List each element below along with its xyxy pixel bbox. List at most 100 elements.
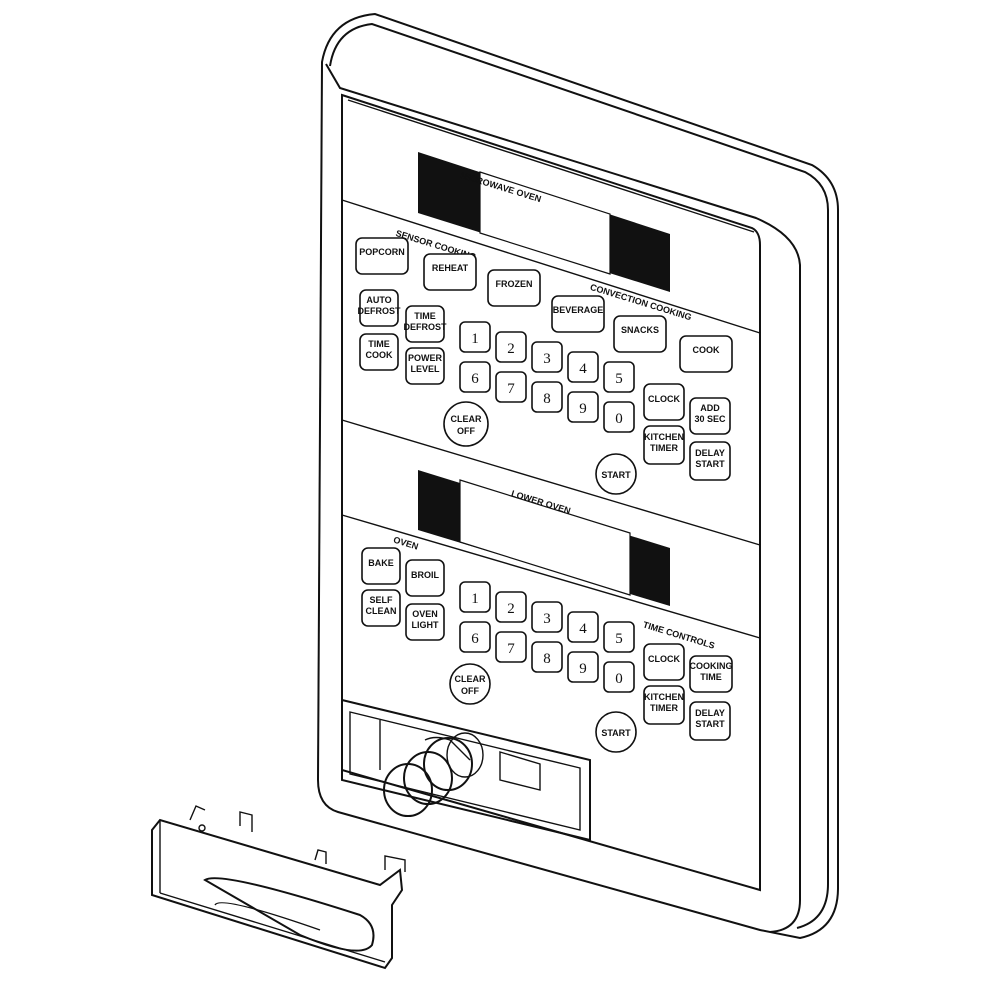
oven-light-line1: OVEN [412,609,438,619]
upper-display: MICROWAVE OVEN [418,152,670,292]
upper-digit-9-button[interactable]: 9 [567,391,599,423]
snacks-label: SNACKS [621,325,659,335]
cook-label: COOK [693,345,721,355]
lower-digit-7-button[interactable]: 7 [495,631,527,663]
bake-button[interactable]: BAKE [361,547,401,585]
beverage-button[interactable]: BEVERAGE [551,295,605,333]
self-clean-line2: CLEAN [366,606,397,616]
broil-button[interactable]: BROIL [405,559,445,597]
add-30-sec-button[interactable]: ADD 30 SEC [689,397,731,435]
lower-digit-4-label: 4 [579,621,587,637]
upper-digit-5-label: 5 [615,371,623,387]
frozen-button[interactable]: FROZEN [487,269,541,307]
time-cook-button[interactable]: TIME COOK [359,333,399,371]
self-clean-button[interactable]: SELF CLEAN [361,589,401,627]
upper-clock-label: CLOCK [648,394,680,404]
upper-digit-4-button[interactable]: 4 [567,351,599,383]
self-clean-line1: SELF [369,595,393,605]
popcorn-button[interactable]: POPCORN [355,237,409,275]
cooking-time-line1: COOKING [689,661,732,671]
lower-clock-button[interactable]: CLOCK [643,643,685,681]
power-level-line2: LEVEL [410,364,440,374]
frozen-label: FROZEN [496,279,533,289]
upper-digit-2-label: 2 [507,341,515,357]
cooking-time-line2: TIME [700,672,722,682]
time-defrost-button[interactable]: TIME DEFROST [403,305,447,343]
lower-digit-0-button[interactable]: 0 [603,661,635,693]
lower-digit-9-button[interactable]: 9 [567,651,599,683]
lower-clear-off-button[interactable]: CLEAR OFF [449,663,491,705]
lower-digit-6-button[interactable]: 6 [459,621,491,653]
lower-kitchen-line2: TIMER [650,703,678,713]
lower-clear-line2: OFF [461,686,479,696]
lower-clear-line1: CLEAR [455,674,486,684]
lower-digit-0-label: 0 [615,671,623,687]
upper-delay-start-button[interactable]: DELAY START [689,441,731,481]
cooking-time-button[interactable]: COOKING TIME [689,655,733,693]
ribbon-cable-rings [383,732,484,817]
lower-digit-2-label: 2 [507,601,515,617]
lower-digit-1-label: 1 [471,591,479,607]
upper-clear-off-button[interactable]: CLEAR OFF [443,401,489,447]
upper-digit-1-button[interactable]: 1 [459,321,491,353]
lower-start-button[interactable]: START [595,711,637,753]
oven-light-line2: LIGHT [412,620,439,630]
power-level-button[interactable]: POWER LEVEL [405,347,445,385]
lower-delay-line1: DELAY [695,708,725,718]
lower-delay-start-button[interactable]: DELAY START [689,701,731,741]
lower-delay-line2: START [695,719,725,729]
upper-clear-line2: OFF [457,426,475,436]
upper-digit-0-label: 0 [615,411,623,427]
reheat-label: REHEAT [432,263,469,273]
upper-digit-6-button[interactable]: 6 [459,361,491,393]
add-30-line2: 30 SEC [694,414,726,424]
upper-kitchen-timer-button[interactable]: KITCHEN TIMER [643,425,685,465]
lower-digit-7-label: 7 [507,641,515,657]
lower-digit-2-button[interactable]: 2 [495,591,527,623]
upper-digit-7-button[interactable]: 7 [495,371,527,403]
upper-clock-button[interactable]: CLOCK [643,383,685,421]
lower-digit-9-label: 9 [579,661,587,677]
snacks-button[interactable]: SNACKS [613,315,667,353]
upper-digit-3-button[interactable]: 3 [531,341,563,373]
upper-kitchen-line1: KITCHEN [644,432,684,442]
oven-light-button[interactable]: OVEN LIGHT [405,603,445,641]
auto-defrost-button[interactable]: AUTO DEFROST [357,289,401,327]
upper-digit-0-button[interactable]: 0 [603,401,635,433]
reheat-button[interactable]: REHEAT [423,253,477,291]
lower-digit-5-button[interactable]: 5 [603,621,635,653]
lower-digit-8-label: 8 [543,651,551,667]
lower-digit-1-button[interactable]: 1 [459,581,491,613]
lower-digit-8-button[interactable]: 8 [531,641,563,673]
upper-digit-2-button[interactable]: 2 [495,331,527,363]
upper-digit-9-label: 9 [579,401,587,417]
upper-clear-line1: CLEAR [451,414,482,424]
upper-digit-3-label: 3 [543,351,551,367]
bezel-frame [316,12,839,940]
upper-kitchen-line2: TIMER [650,443,678,453]
lower-digit-3-button[interactable]: 3 [531,601,563,633]
popcorn-label: POPCORN [359,247,405,257]
upper-start-button[interactable]: START [595,453,637,495]
upper-digit-4-label: 4 [579,361,587,377]
time-cook-line2: COOK [366,350,394,360]
upper-digit-8-button[interactable]: 8 [531,381,563,413]
cook-button[interactable]: COOK [679,335,733,373]
lower-digit-4-button[interactable]: 4 [567,611,599,643]
lower-kitchen-timer-button[interactable]: KITCHEN TIMER [643,685,685,725]
auto-defrost-line2: DEFROST [357,306,401,316]
auto-defrost-line1: AUTO [366,295,391,305]
time-defrost-line1: TIME [414,311,436,321]
lower-kitchen-line1: KITCHEN [644,692,684,702]
lower-start-label: START [601,728,631,738]
broil-label: BROIL [411,570,440,580]
lower-clock-label: CLOCK [648,654,680,664]
lower-digit-6-label: 6 [471,631,479,647]
upper-digit-5-button[interactable]: 5 [603,361,635,393]
upper-digit-6-label: 6 [471,371,479,387]
add-30-line1: ADD [700,403,720,413]
connector-cavity [341,698,591,842]
